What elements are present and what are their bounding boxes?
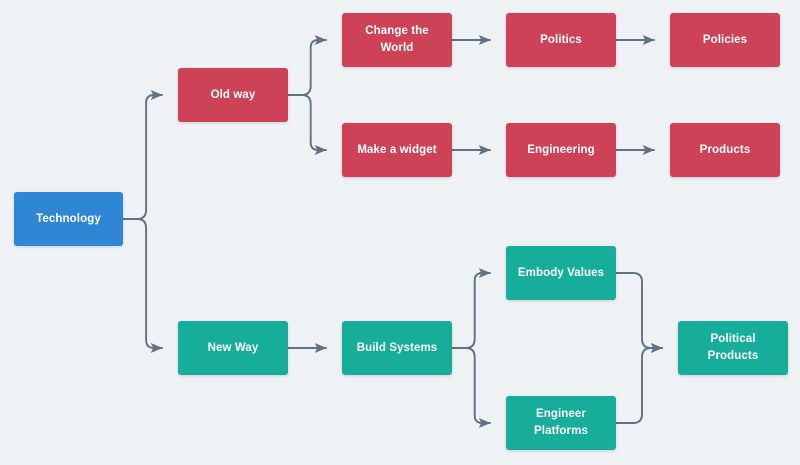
- node-label: Embody Values: [517, 266, 605, 279]
- edge-technology-to-new-way: [122, 218, 163, 354]
- edge-old-way-to-make-a-widget: [287, 94, 327, 156]
- node-label: Technology: [36, 212, 101, 225]
- node-label: Make a widget: [357, 143, 437, 156]
- node-engineering[interactable]: Engineering: [506, 123, 616, 177]
- node-engineer-platforms[interactable]: Engineer Platforms: [506, 396, 616, 450]
- node-label: Political Products: [707, 333, 759, 362]
- edge-build-systems-to-engineer-platforms: [451, 347, 491, 429]
- node-label: Engineering: [527, 143, 595, 156]
- node-policies[interactable]: Policies: [670, 13, 780, 67]
- node-build-systems[interactable]: Build Systems: [342, 321, 452, 375]
- node-politics[interactable]: Politics: [506, 13, 616, 67]
- node-label: New Way: [207, 341, 259, 354]
- edge-technology-to-old-way: [122, 89, 163, 220]
- node-label: Policies: [702, 33, 748, 46]
- edge-build-systems-to-embody-values: [451, 267, 491, 349]
- node-label: Change the World: [365, 25, 429, 54]
- node-political-products[interactable]: Political Products: [678, 321, 788, 375]
- edge-old-way-to-change-the-world: [287, 34, 327, 96]
- edge-embody-values-to-political-products: [615, 272, 663, 354]
- node-label: Build Systems: [356, 341, 438, 354]
- node-label: Engineer Platforms: [534, 408, 588, 437]
- node-technology[interactable]: Technology: [14, 192, 123, 246]
- node-embody-values[interactable]: Embody Values: [506, 246, 616, 300]
- node-change-the-world[interactable]: Change the World: [342, 13, 452, 67]
- node-make-a-widget[interactable]: Make a widget: [342, 123, 452, 177]
- node-old-way[interactable]: Old way: [178, 68, 288, 122]
- node-label: Politics: [540, 33, 582, 46]
- node-new-way[interactable]: New Way: [178, 321, 288, 375]
- node-label: Old way: [210, 88, 256, 101]
- edge-engineer-platforms-to-political-products: [615, 342, 663, 424]
- node-products[interactable]: Products: [670, 123, 780, 177]
- node-label: Products: [699, 143, 751, 156]
